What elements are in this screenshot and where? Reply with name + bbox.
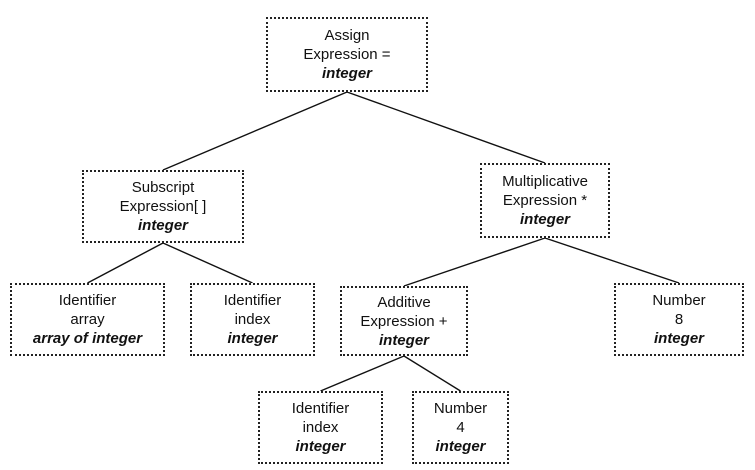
edge-subscript-to-ident_index	[162, 242, 253, 284]
node-label-line: Expression =	[303, 46, 391, 63]
node-label-line: 4	[456, 419, 465, 436]
node-type-label: integer	[321, 65, 372, 82]
node-label-line: Identifier	[223, 292, 282, 309]
node-label-line: Number	[433, 400, 488, 417]
node-identifier-array: Identifier array array of integer	[10, 283, 165, 356]
node-identifier-index-2: Identifier index integer	[258, 391, 383, 464]
edge-multiplicative-to-additive	[403, 237, 546, 287]
node-subscript-expression: Subscript Expression[ ] integer	[82, 170, 244, 243]
node-label-line: Expression[ ]	[119, 198, 207, 215]
node-assign-expression: Assign Expression = integer	[266, 17, 428, 92]
edge-multiplicative-to-number_8	[544, 237, 680, 284]
node-label-line: index	[302, 419, 339, 436]
node-type-label: integer	[378, 331, 429, 349]
node-identifier-index: Identifier index integer	[190, 283, 315, 356]
node-additive-expression: Additive Expression + integer	[340, 286, 468, 356]
node-label-line: Expression +	[360, 312, 448, 330]
node-multiplicative-expression: Multiplicative Expression * integer	[480, 163, 610, 238]
node-label-line: Number	[652, 292, 706, 309]
node-number-4: Number 4 integer	[412, 391, 509, 464]
edge-subscript-to-ident_array	[87, 242, 164, 284]
node-label-line: Identifier	[291, 400, 350, 417]
node-label-line: Subscript	[131, 179, 195, 196]
node-label-line: 8	[674, 311, 684, 328]
node-type-label: integer	[653, 330, 704, 347]
node-label-line: array	[70, 311, 105, 328]
node-type-label: integer	[435, 438, 486, 455]
node-type-label: integer	[227, 330, 278, 347]
node-type-label: integer	[295, 438, 346, 455]
node-label-line: Multiplicative	[502, 173, 588, 190]
edge-assign-to-subscript	[162, 91, 348, 171]
node-number-8: Number 8 integer	[614, 283, 744, 356]
node-type-label: array of integer	[32, 330, 143, 347]
node-type-label: integer	[137, 217, 188, 234]
node-type-label: integer	[519, 211, 570, 228]
node-label-line: Additive	[377, 293, 431, 311]
edge-additive-to-number_4	[403, 355, 461, 392]
node-label-line: Expression *	[502, 192, 588, 209]
node-label-line: Assign	[324, 27, 370, 44]
edge-assign-to-multiplicative	[346, 91, 546, 164]
node-label-line: index	[234, 311, 271, 328]
edge-additive-to-ident_index_2	[320, 355, 405, 392]
node-label-line: Identifier	[58, 292, 117, 309]
